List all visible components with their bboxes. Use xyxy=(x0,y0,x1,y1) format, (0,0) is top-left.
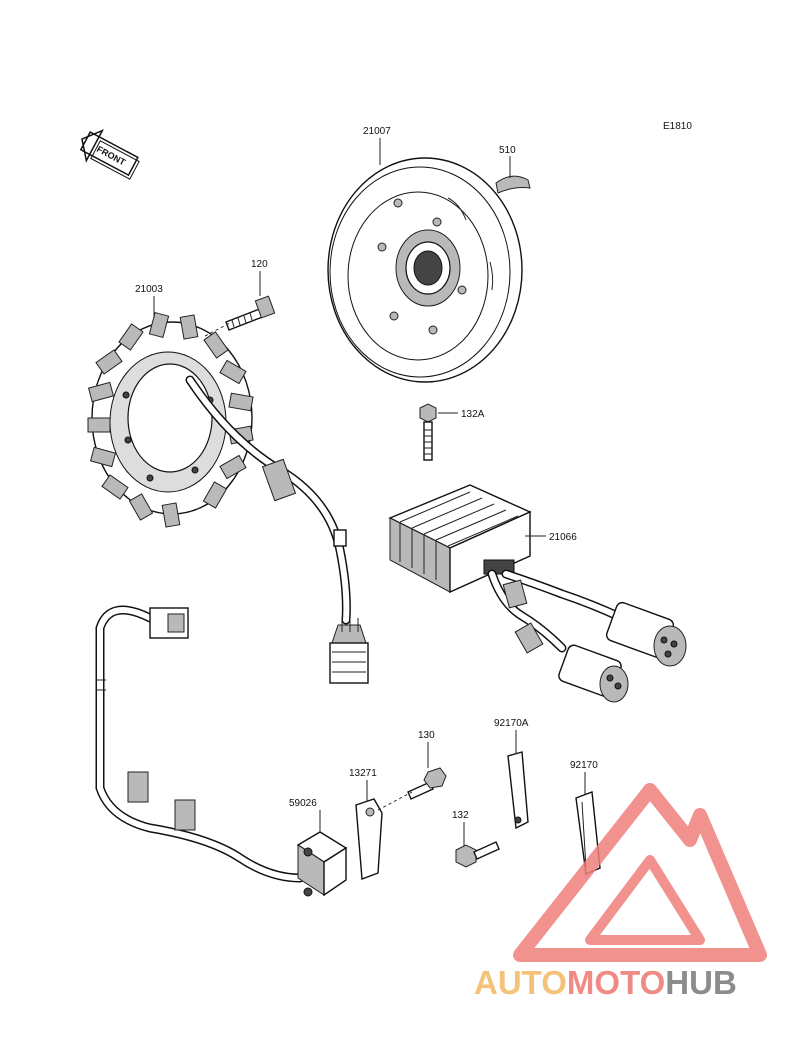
regulator-bolt xyxy=(419,403,437,461)
watermark-auto: AUTO xyxy=(474,964,567,1001)
label-92170: 92170 xyxy=(570,760,598,771)
label-59026: 59026 xyxy=(289,798,317,809)
bracket-bolt xyxy=(455,841,500,868)
label-21003: 21003 xyxy=(135,284,163,295)
label-13271: 13271 xyxy=(349,768,377,779)
regulator-rectifier xyxy=(388,484,532,594)
watermark-hub: HUB xyxy=(665,964,737,1001)
part-labels: 21007 510 120 21003 132A 21066 130 92170… xyxy=(135,126,598,821)
diagram-code: E1810 xyxy=(663,121,692,132)
label-130: 130 xyxy=(418,730,435,741)
stator-bolt xyxy=(225,295,276,331)
label-132a: 132A xyxy=(461,409,485,420)
front-arrow-icon: FRONT xyxy=(79,129,140,180)
watermark-text: AUTOMOTOHUB xyxy=(474,964,737,1001)
pickup-wire xyxy=(95,605,305,883)
label-21066: 21066 xyxy=(549,532,577,543)
connector-upper xyxy=(605,601,687,667)
bracket-a xyxy=(507,751,529,830)
label-510: 510 xyxy=(499,145,516,156)
flywheel-rotor xyxy=(327,157,523,383)
label-21007: 21007 xyxy=(363,126,391,137)
label-92170a: 92170A xyxy=(494,718,529,729)
connector-lower xyxy=(558,644,629,703)
woodruff-key xyxy=(495,175,531,194)
label-120: 120 xyxy=(251,259,268,270)
stator-wire xyxy=(185,375,369,684)
plate xyxy=(355,798,383,880)
watermark-moto: MOTO xyxy=(567,964,665,1001)
label-132: 132 xyxy=(452,810,469,821)
watermark-logo-icon xyxy=(513,783,767,962)
leader-lines xyxy=(153,138,586,846)
pickup-coil xyxy=(296,831,348,897)
stator-coil xyxy=(87,311,254,528)
pickup-bolt xyxy=(407,767,447,800)
regulator-wires xyxy=(487,569,687,703)
